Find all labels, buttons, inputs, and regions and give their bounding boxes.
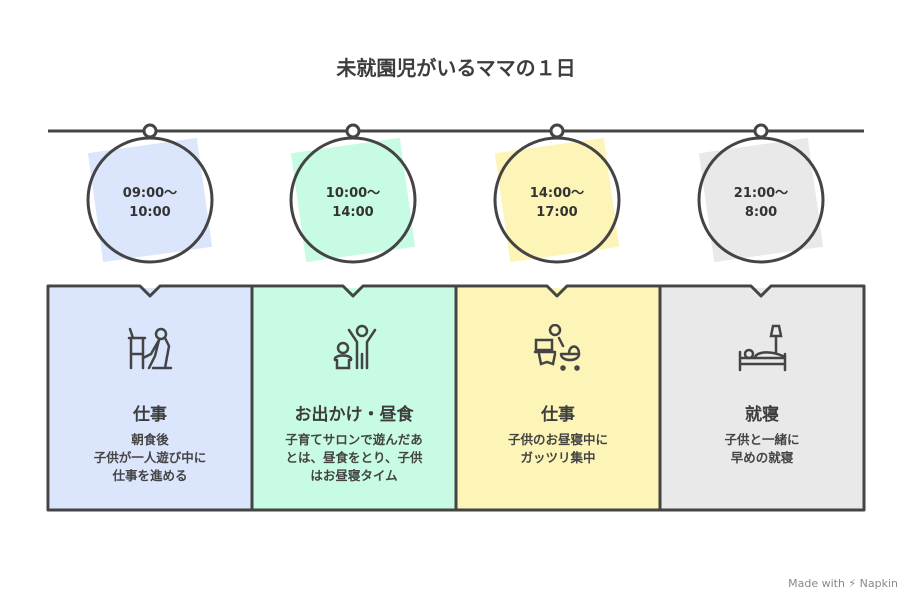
time-start: 21:00〜 [733, 186, 789, 201]
step-heading: 就寝 [745, 405, 779, 425]
step-description: 子育てサロンで遊んだあとは、昼食をとり、子供はお昼寝タイム [285, 432, 423, 483]
parent-child-play-icon [333, 324, 377, 370]
step-heading: 仕事 [541, 405, 575, 425]
step-card-1: 仕事 朝食後子供が一人遊び中に仕事を進める [48, 286, 252, 510]
time-end: 10:00 [129, 205, 171, 220]
step-card-4: 就寝 子供と一緒に早めの就寝 [660, 286, 864, 510]
step-description: 子供と一緒に早めの就寝 [724, 432, 800, 465]
time-start: 14:00〜 [529, 186, 585, 201]
page-title: 未就園児がいるママの１日 [336, 56, 576, 80]
step-1-shapes [50, 123, 251, 509]
step-description: 子供のお昼寝中にガッツリ集中 [507, 432, 608, 465]
laptop-stroller-icon [533, 324, 581, 371]
desk-work-icon [127, 327, 173, 370]
step-2-shapes [253, 123, 455, 509]
time-badge-2: 10:00〜 14:00 [288, 184, 418, 222]
bed-lamp-icon [738, 324, 787, 372]
time-end: 17:00 [536, 205, 578, 220]
time-badge-4: 21:00〜 8:00 [696, 184, 826, 222]
time-start: 10:00〜 [325, 186, 381, 201]
time-end: 8:00 [744, 205, 778, 220]
step-heading: お出かけ・昼食 [294, 405, 414, 425]
time-badge-3: 14:00〜 17:00 [492, 184, 622, 222]
time-start: 09:00〜 [122, 186, 178, 201]
card-borders [46, 284, 866, 512]
step-description: 朝食後子供が一人遊び中に仕事を進める [93, 432, 207, 483]
step-card-2: お出かけ・昼食 子育てサロンで遊んだあとは、昼食をとり、子供はお昼寝タイム [252, 286, 456, 510]
time-end: 14:00 [332, 205, 374, 220]
step-card-3: 仕事 子供のお昼寝中にガッツリ集中 [456, 286, 660, 510]
step-heading: 仕事 [133, 405, 167, 425]
time-badge-1: 09:00〜 10:00 [85, 184, 215, 222]
step-4-shapes [661, 123, 863, 509]
napkin-credit: Made with ⚡ Napkin [788, 577, 898, 590]
